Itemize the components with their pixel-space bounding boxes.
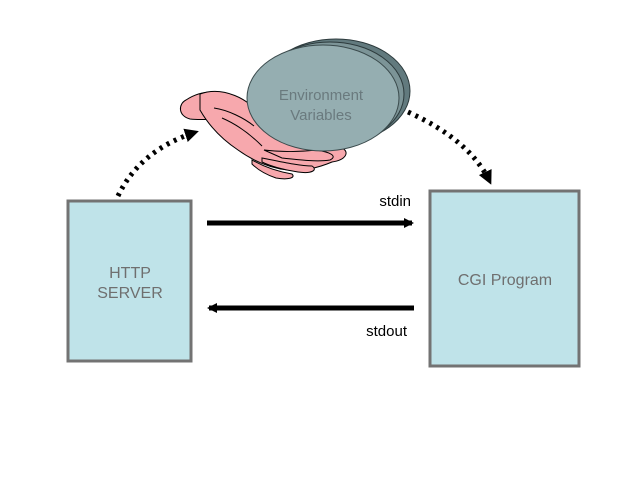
env-label-line1: Environment (279, 87, 364, 104)
cgi-program-box: CGI Program (428, 189, 581, 368)
http-server-label-line2: SERVER (97, 285, 163, 302)
environment-variables-disc: Environment Variables (246, 38, 411, 152)
http-server-label-line1: HTTP (109, 265, 151, 282)
stdout-label: stdout (366, 323, 408, 340)
cgi-program-label: CGI Program (458, 272, 552, 289)
env-to-cgi-dotted-arrow (406, 109, 493, 185)
http-server-box: HTTP SERVER (66, 199, 193, 363)
stdin-label: stdin (379, 193, 411, 210)
env-label-line2: Variables (290, 107, 351, 124)
server-to-env-dotted-arrow (115, 128, 199, 198)
